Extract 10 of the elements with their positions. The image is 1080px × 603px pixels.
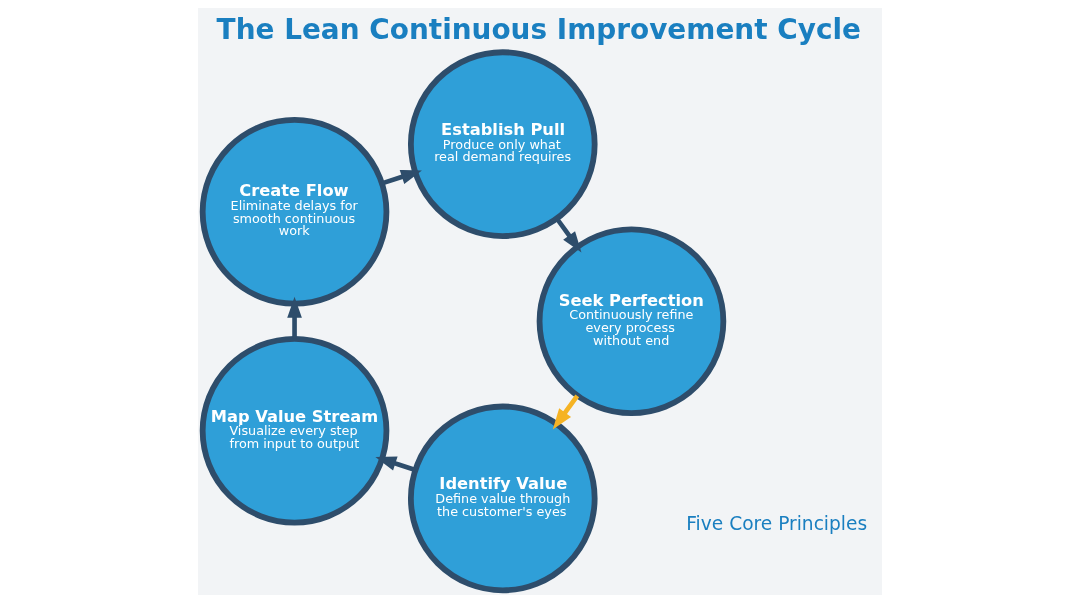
label: Five Core Principles bbox=[686, 513, 868, 535]
node-circle: Map Value Stream Visualize every step from input to output bbox=[199, 335, 390, 526]
arrow bbox=[287, 296, 302, 339]
diagram-title: The Lean Continuous Improvement Cycle bbox=[216, 12, 861, 46]
arrow bbox=[375, 456, 417, 473]
arrow bbox=[555, 217, 582, 253]
node-circle: Identify Value Define value through the customer's eyes bbox=[407, 403, 598, 594]
arrow bbox=[381, 169, 422, 186]
node-circle: Create Flow Eliminate delays for smooth continuous work bbox=[199, 117, 390, 307]
arrow bbox=[552, 394, 580, 430]
